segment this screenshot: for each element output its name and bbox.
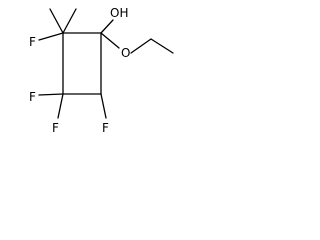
ethyl-bond-2 bbox=[150, 38, 174, 54]
ethyl-bond-1 bbox=[130, 38, 152, 54]
methyl-bond-right bbox=[62, 8, 77, 34]
fluorine-bond-3 bbox=[57, 93, 64, 119]
fluorine-label-3: F bbox=[52, 121, 59, 135]
fluorine-label-4: F bbox=[102, 121, 109, 135]
hydroxyl-label: OH bbox=[110, 6, 128, 20]
methyl-bond-left bbox=[49, 8, 64, 34]
hydroxyl-bond bbox=[100, 19, 114, 34]
fluorine-bond-1 bbox=[38, 32, 64, 41]
fluorine-label-2: F bbox=[29, 90, 36, 104]
ether-bond bbox=[100, 32, 120, 49]
ether-oxygen-label: O bbox=[121, 46, 130, 60]
structure-drawing: OH O F F F F bbox=[29, 6, 174, 135]
fluorine-label-1: F bbox=[29, 35, 36, 49]
fluorine-bond-4 bbox=[100, 93, 107, 119]
fluorine-bond-2 bbox=[38, 93, 64, 96]
structure-canvas: OH O F F F F bbox=[0, 0, 206, 138]
